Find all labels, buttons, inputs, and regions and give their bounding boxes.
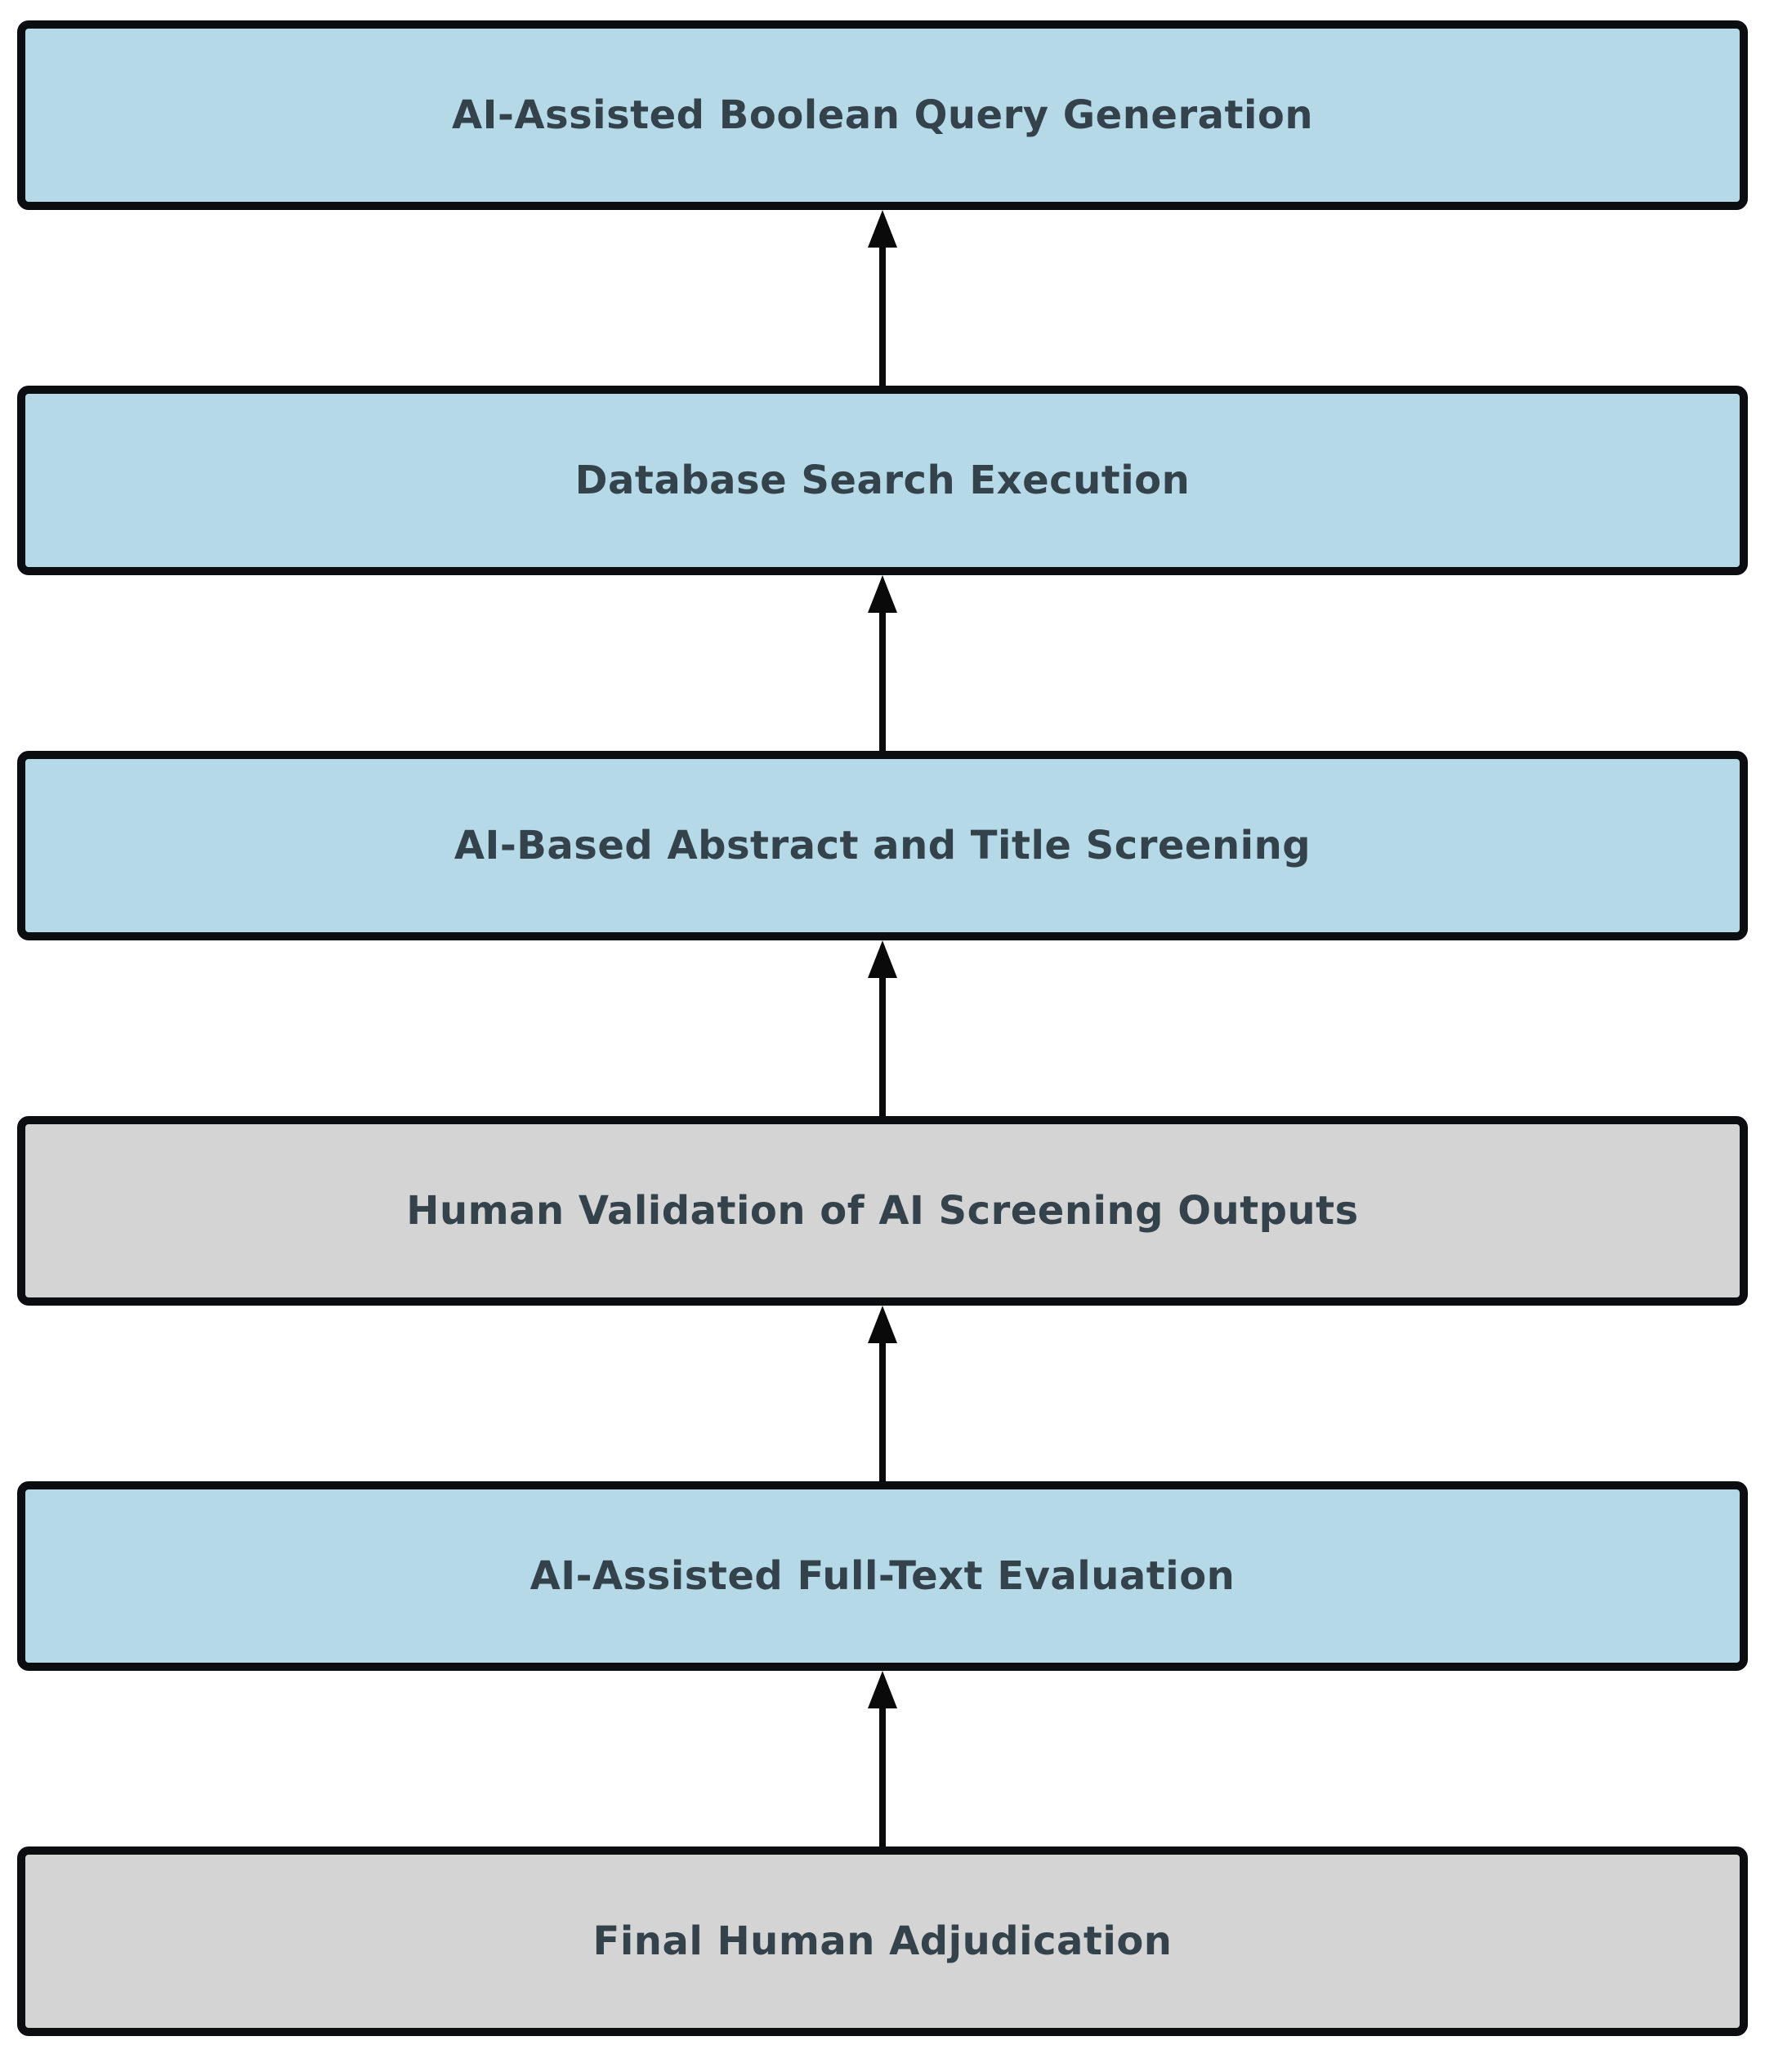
flow-step-full-text-evaluation: AI-Assisted Full-Text Evaluation [17, 1481, 1748, 1671]
flow-step-label: Human Validation of AI Screening Outputs [406, 1188, 1359, 1234]
flow-connector [858, 1671, 907, 1846]
flow-step-database-search-execution: Database Search Execution [17, 386, 1748, 575]
flow-step-label: AI-Based Abstract and Title Screening [454, 823, 1311, 869]
flow-step-boolean-query-generation: AI-Assisted Boolean Query Generation [17, 20, 1748, 210]
up-arrow-icon [868, 575, 897, 751]
flow-step-label: AI-Assisted Boolean Query Generation [451, 92, 1314, 138]
flow-connector [858, 210, 907, 386]
flow-connector [858, 940, 907, 1116]
flow-connector [858, 1306, 907, 1481]
flow-step-human-validation: Human Validation of AI Screening Outputs [17, 1116, 1748, 1306]
flow-step-label: AI-Assisted Full-Text Evaluation [530, 1553, 1236, 1599]
flow-connector [858, 575, 907, 751]
flow-step-abstract-title-screening: AI-Based Abstract and Title Screening [17, 751, 1748, 940]
flow-step-final-human-adjudication: Final Human Adjudication [17, 1846, 1748, 2036]
flow-step-label: Database Search Execution [574, 458, 1191, 503]
up-arrow-icon [868, 940, 897, 1116]
up-arrow-icon [868, 1671, 897, 1846]
up-arrow-icon [868, 1306, 897, 1481]
flow-step-label: Final Human Adjudication [592, 1918, 1173, 1964]
up-arrow-icon [868, 210, 897, 386]
